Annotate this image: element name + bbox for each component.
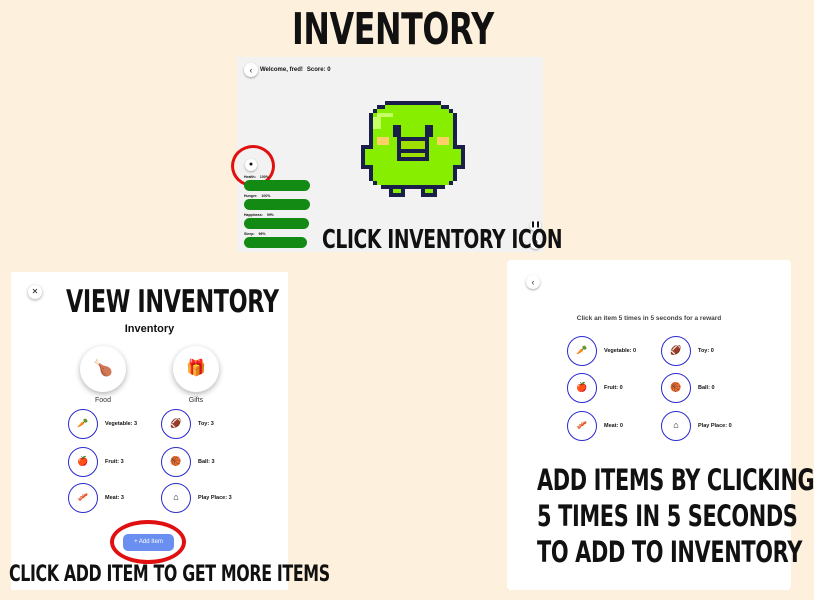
drumstick-icon: 🍗	[80, 346, 126, 392]
happiness-bar	[244, 218, 310, 229]
close-icon: ✕	[31, 287, 39, 296]
stat-name: Health:	[244, 175, 256, 179]
item-label: Fruit: 3	[105, 459, 124, 465]
item-meat[interactable]: 🥓 Meat: 3	[68, 483, 124, 513]
carrot-icon: 🥕	[567, 336, 597, 366]
football-icon: 🏈	[661, 336, 691, 366]
stat-sleep: Sleep:96%	[244, 232, 310, 248]
chevron-left-icon: ‹	[249, 65, 253, 75]
category-label: Food	[95, 397, 111, 404]
chevron-left-icon: ‹	[531, 277, 535, 287]
stat-happiness: Happiness:99%	[244, 213, 310, 229]
category-food[interactable]: 🍗 Food	[79, 346, 127, 404]
basketball-icon: 🏀	[661, 373, 691, 403]
caption-view-inventory: VIEW INVENTORY	[66, 284, 279, 320]
category-label: Gifts	[188, 397, 204, 404]
item-label: Vegetable: 3	[105, 421, 138, 427]
item-label: Meat: 0	[604, 423, 623, 429]
score-text: Score: 0	[306, 67, 331, 73]
item-ball[interactable]: 🏀 Ball: 0	[661, 373, 715, 403]
stat-value: 100%	[261, 194, 271, 198]
item-meat[interactable]: 🥓 Meat: 0	[567, 411, 623, 441]
back-button[interactable]: ‹	[526, 275, 540, 289]
item-label: Vegetable: 0	[604, 348, 637, 354]
health-bar	[244, 180, 310, 191]
apple-icon: 🍎	[68, 447, 98, 477]
home-icon: ⌂	[161, 483, 191, 513]
reward-hint: Click an item 5 times in 5 seconds for a…	[576, 315, 722, 322]
inventory-heading: Inventory	[124, 323, 175, 335]
item-label: Meat: 3	[105, 495, 124, 501]
item-ball[interactable]: 🏀 Ball: 3	[161, 447, 215, 477]
gift-icon: 🎁	[173, 346, 219, 392]
stat-name: Sleep:	[244, 232, 255, 236]
item-label: Play Place: 3	[198, 495, 232, 501]
hunger-bar	[244, 199, 310, 210]
stat-value: 99%	[266, 213, 274, 217]
stat-health: Health:100%	[244, 175, 310, 191]
stat-value: 100%	[259, 175, 269, 179]
sleep-bar	[244, 237, 308, 248]
caption-line: ADD ITEMS BY CLICKING	[537, 463, 814, 497]
stat-value: 96%	[258, 232, 266, 236]
basketball-icon: 🏀	[161, 447, 191, 477]
caption-click-inventory: CLICK INVENTORY ICON	[322, 225, 563, 255]
football-icon: 🏈	[161, 409, 191, 439]
item-play-place[interactable]: ⌂ Play Place: 3	[161, 483, 232, 513]
item-play-place[interactable]: ⌂ Play Place: 0	[661, 411, 732, 441]
item-label: Toy: 0	[698, 348, 714, 354]
caption-add-items: ADD ITEMS BY CLICKING 5 TIMES IN 5 SECON…	[537, 462, 814, 570]
page-title: INVENTORY	[292, 4, 494, 55]
item-label: Ball: 3	[198, 459, 215, 465]
item-label: Play Place: 0	[698, 423, 732, 429]
item-toy[interactable]: 🏈 Toy: 0	[661, 336, 714, 366]
settings-button[interactable]: ⚙	[530, 238, 541, 249]
home-icon: ⌂	[661, 411, 691, 441]
category-gifts[interactable]: 🎁 Gifts	[172, 346, 220, 404]
pet-bird-image[interactable]	[357, 97, 469, 209]
item-fruit[interactable]: 🍎 Fruit: 0	[567, 373, 623, 403]
item-toy[interactable]: 🏈 Toy: 3	[161, 409, 214, 439]
pause-icon: ❚❚	[530, 222, 541, 228]
welcome-bar: Welcome, fred!Score: 0	[260, 67, 335, 73]
stat-hunger: Hunger:100%	[244, 194, 310, 210]
caption-line: TO ADD TO INVENTORY	[537, 535, 802, 569]
apple-icon: 🍎	[567, 373, 597, 403]
highlight-circle	[110, 520, 186, 564]
item-label: Ball: 0	[698, 385, 715, 391]
stat-name: Happiness:	[244, 213, 263, 217]
caption-line: 5 TIMES IN 5 SECONDS	[537, 499, 798, 533]
carrot-icon: 🥕	[68, 409, 98, 439]
item-vegetable[interactable]: 🥕 Vegetable: 0	[567, 336, 636, 366]
back-button[interactable]: ‹	[244, 63, 258, 77]
caption-add-item: CLICK ADD ITEM TO GET MORE ITEMS	[9, 562, 330, 587]
item-vegetable[interactable]: 🥕 Vegetable: 3	[68, 409, 137, 439]
inventory-panel: ✕ VIEW INVENTORY Inventory 🍗 Food 🎁 Gift…	[9, 272, 330, 590]
reward-panel: ‹ Click an item 5 times in 5 seconds for…	[507, 260, 814, 590]
item-label: Toy: 3	[198, 421, 214, 427]
item-fruit[interactable]: 🍎 Fruit: 3	[68, 447, 124, 477]
welcome-text: Welcome, fred!	[260, 67, 303, 73]
pause-button[interactable]: ❚❚	[530, 220, 541, 231]
bacon-icon: 🥓	[567, 411, 597, 441]
game-screen-panel: ‹ Welcome, fred!Score: 0 ● Health:	[231, 57, 543, 252]
item-label: Fruit: 0	[604, 385, 623, 391]
gear-icon: ⚙	[532, 240, 539, 246]
close-button[interactable]: ✕	[28, 285, 42, 299]
bacon-icon: 🥓	[68, 483, 98, 513]
stat-name: Hunger:	[244, 194, 258, 198]
